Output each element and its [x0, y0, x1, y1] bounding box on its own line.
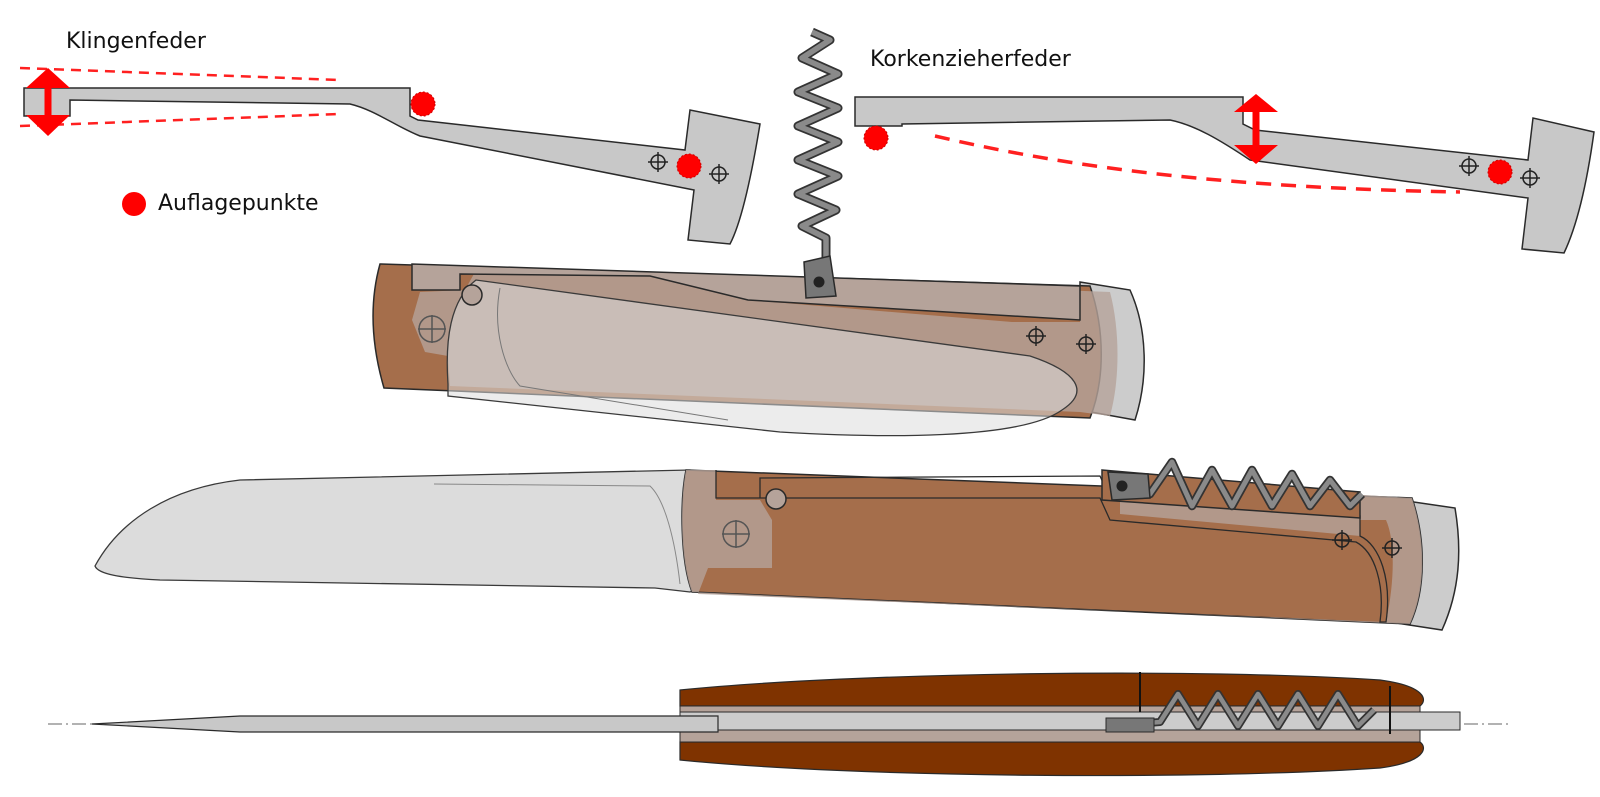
corkscrew-pivot: [1116, 480, 1128, 492]
support-point-dot-icon: [863, 125, 889, 151]
closed-knife-figure: [372, 27, 1145, 437]
back-spring-slot: [411, 263, 1081, 321]
blade-top: [91, 715, 719, 733]
support-point-dot-icon: [122, 192, 146, 216]
legend: Auflagepunkte: [122, 192, 319, 216]
open-knife-figure: [94, 457, 1460, 631]
deflection-curve: [934, 134, 1461, 194]
legend-label-support-points: Auflagepunkte: [158, 191, 319, 216]
support-point-dot-icon: [676, 153, 702, 179]
corkscrew-shank: [1107, 471, 1151, 501]
handle-scale-bottom: [679, 741, 1424, 777]
corkscrew-recess: [1101, 469, 1361, 519]
support-point-dot-icon: [410, 91, 436, 117]
deflection-line-upper: [19, 66, 341, 82]
blade-edge-line: [433, 483, 681, 585]
pivot-pin: [461, 284, 483, 306]
blade: [94, 469, 702, 593]
motion-arrow-corkscrew: [1234, 94, 1278, 164]
blade-spring-label: Klingenfeder: [66, 29, 206, 54]
corkscrew-inner: [1119, 459, 1364, 509]
top-view-figure: [48, 672, 1510, 777]
pivot-pin: [765, 488, 787, 510]
blade-edge-line: [497, 287, 729, 421]
corkscrew-spring-shape: [854, 96, 1595, 254]
corkscrew-pivot: [813, 276, 825, 288]
support-point-dot-icon: [1487, 159, 1513, 185]
corkscrew-inner: [795, 29, 841, 262]
corkscrew-spring-label: Korkenzieherfeder: [870, 47, 1071, 72]
corkscrew-shank: [1105, 717, 1155, 733]
motion-arrow-blade: [26, 68, 70, 136]
blade-spring-shape: [23, 87, 761, 245]
corkscrew-spring-figure: [854, 94, 1595, 254]
spring-top: [679, 711, 1461, 731]
deflection-line-lower: [19, 112, 341, 128]
blade-spring-figure: [19, 66, 761, 245]
folded-blade: [446, 279, 1078, 437]
handle-scale-top: [679, 672, 1424, 707]
corkscrew-inner: [1109, 691, 1376, 729]
